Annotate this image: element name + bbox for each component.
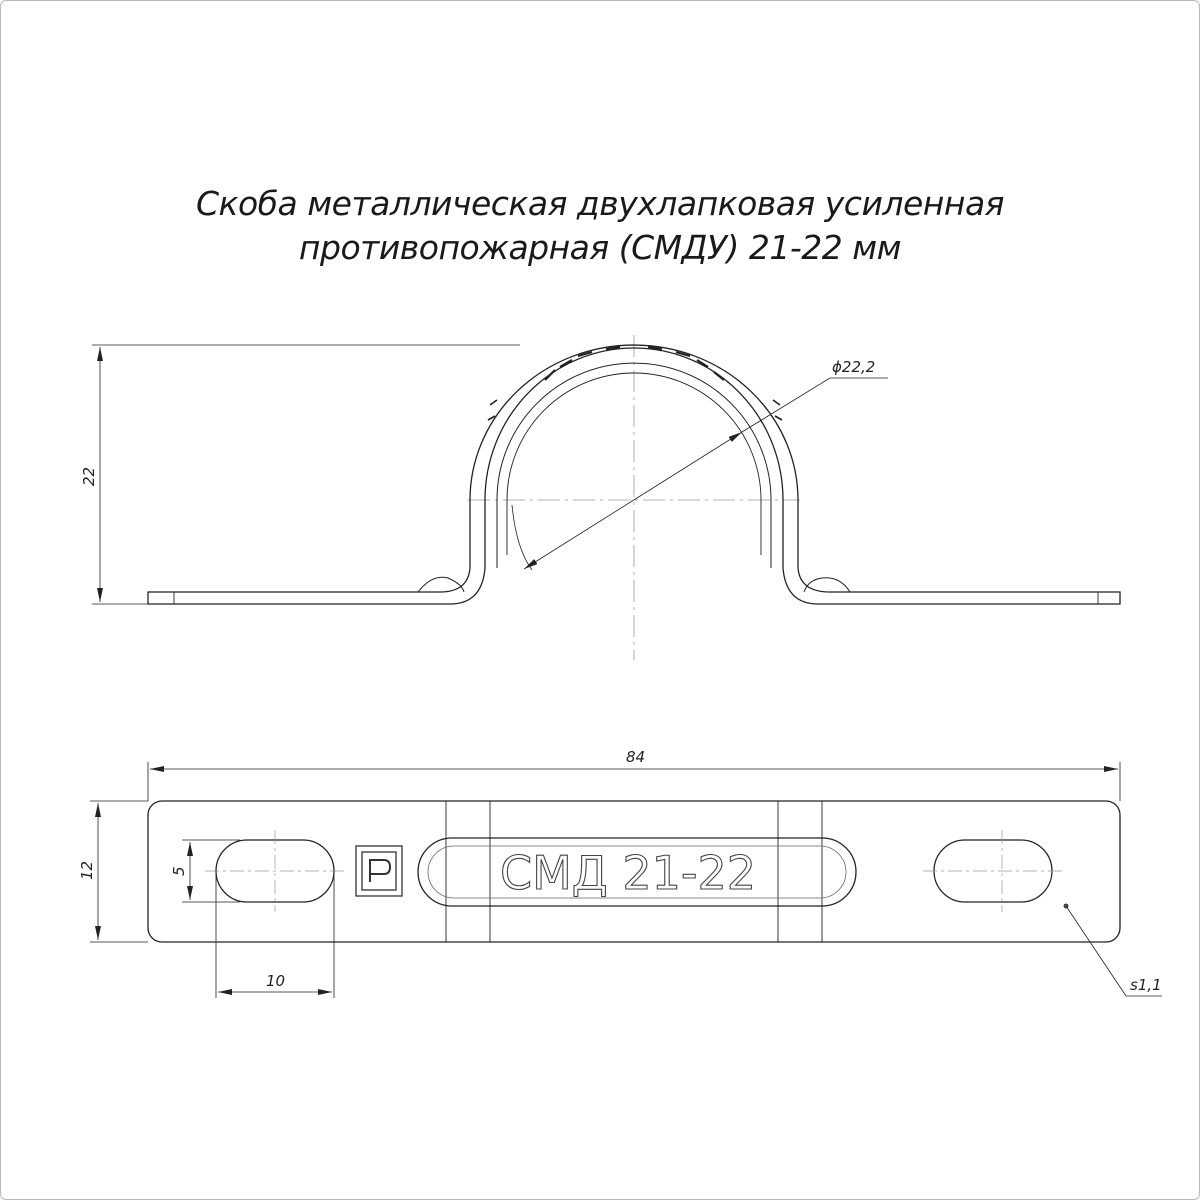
- arch-rib-right: [675, 350, 725, 381]
- length-dimension: [147, 762, 1121, 801]
- left-leg-detail: [487, 399, 498, 421]
- embossed-marking-text: СМД 21-22: [500, 846, 756, 900]
- left-foot-bump: [417, 576, 465, 593]
- plate-outline: [147, 800, 1121, 943]
- slot-length-dimension-label: 10: [266, 972, 285, 990]
- slot-length-dimension: [215, 871, 335, 998]
- thickness-label: s1,1: [1130, 976, 1162, 994]
- arch-rib-top: [605, 345, 663, 351]
- embossed-rib-inner: [427, 845, 847, 899]
- top-view: [147, 800, 1121, 943]
- drawing-title: Скоба металлическая двухлапковая усиленн…: [0, 182, 1200, 270]
- width-dimension: [90, 800, 148, 943]
- embossed-rib: [417, 837, 857, 907]
- slot-width-dimension: [182, 839, 240, 903]
- diameter-dimension: [511, 377, 888, 571]
- right-foot-bump: [803, 577, 851, 593]
- arch-rib-left: [544, 350, 593, 381]
- title-line-1: Скоба металлическая двухлапковая усиленн…: [195, 184, 1005, 223]
- bracket-inner-contour: [496, 362, 772, 568]
- thickness-leader: [1063, 903, 1162, 997]
- bracket-reinforcement-contour: [506, 372, 762, 555]
- width-dimension-label: 12: [78, 861, 96, 880]
- side-view: [147, 335, 1121, 660]
- right-leg-detail: [772, 399, 783, 421]
- height-dimension: [92, 344, 520, 605]
- slot-width-dimension-label: 5: [170, 866, 188, 876]
- logo-mark-icon: [355, 845, 403, 897]
- length-dimension-label: 84: [626, 748, 645, 766]
- title-line-2: противопожарная (СМДУ) 21-22 мм: [298, 228, 902, 267]
- height-dimension-label: 22: [80, 467, 98, 486]
- diameter-dimension-label: ϕ22,2: [832, 358, 875, 376]
- bracket-outer-contour: [147, 344, 1121, 605]
